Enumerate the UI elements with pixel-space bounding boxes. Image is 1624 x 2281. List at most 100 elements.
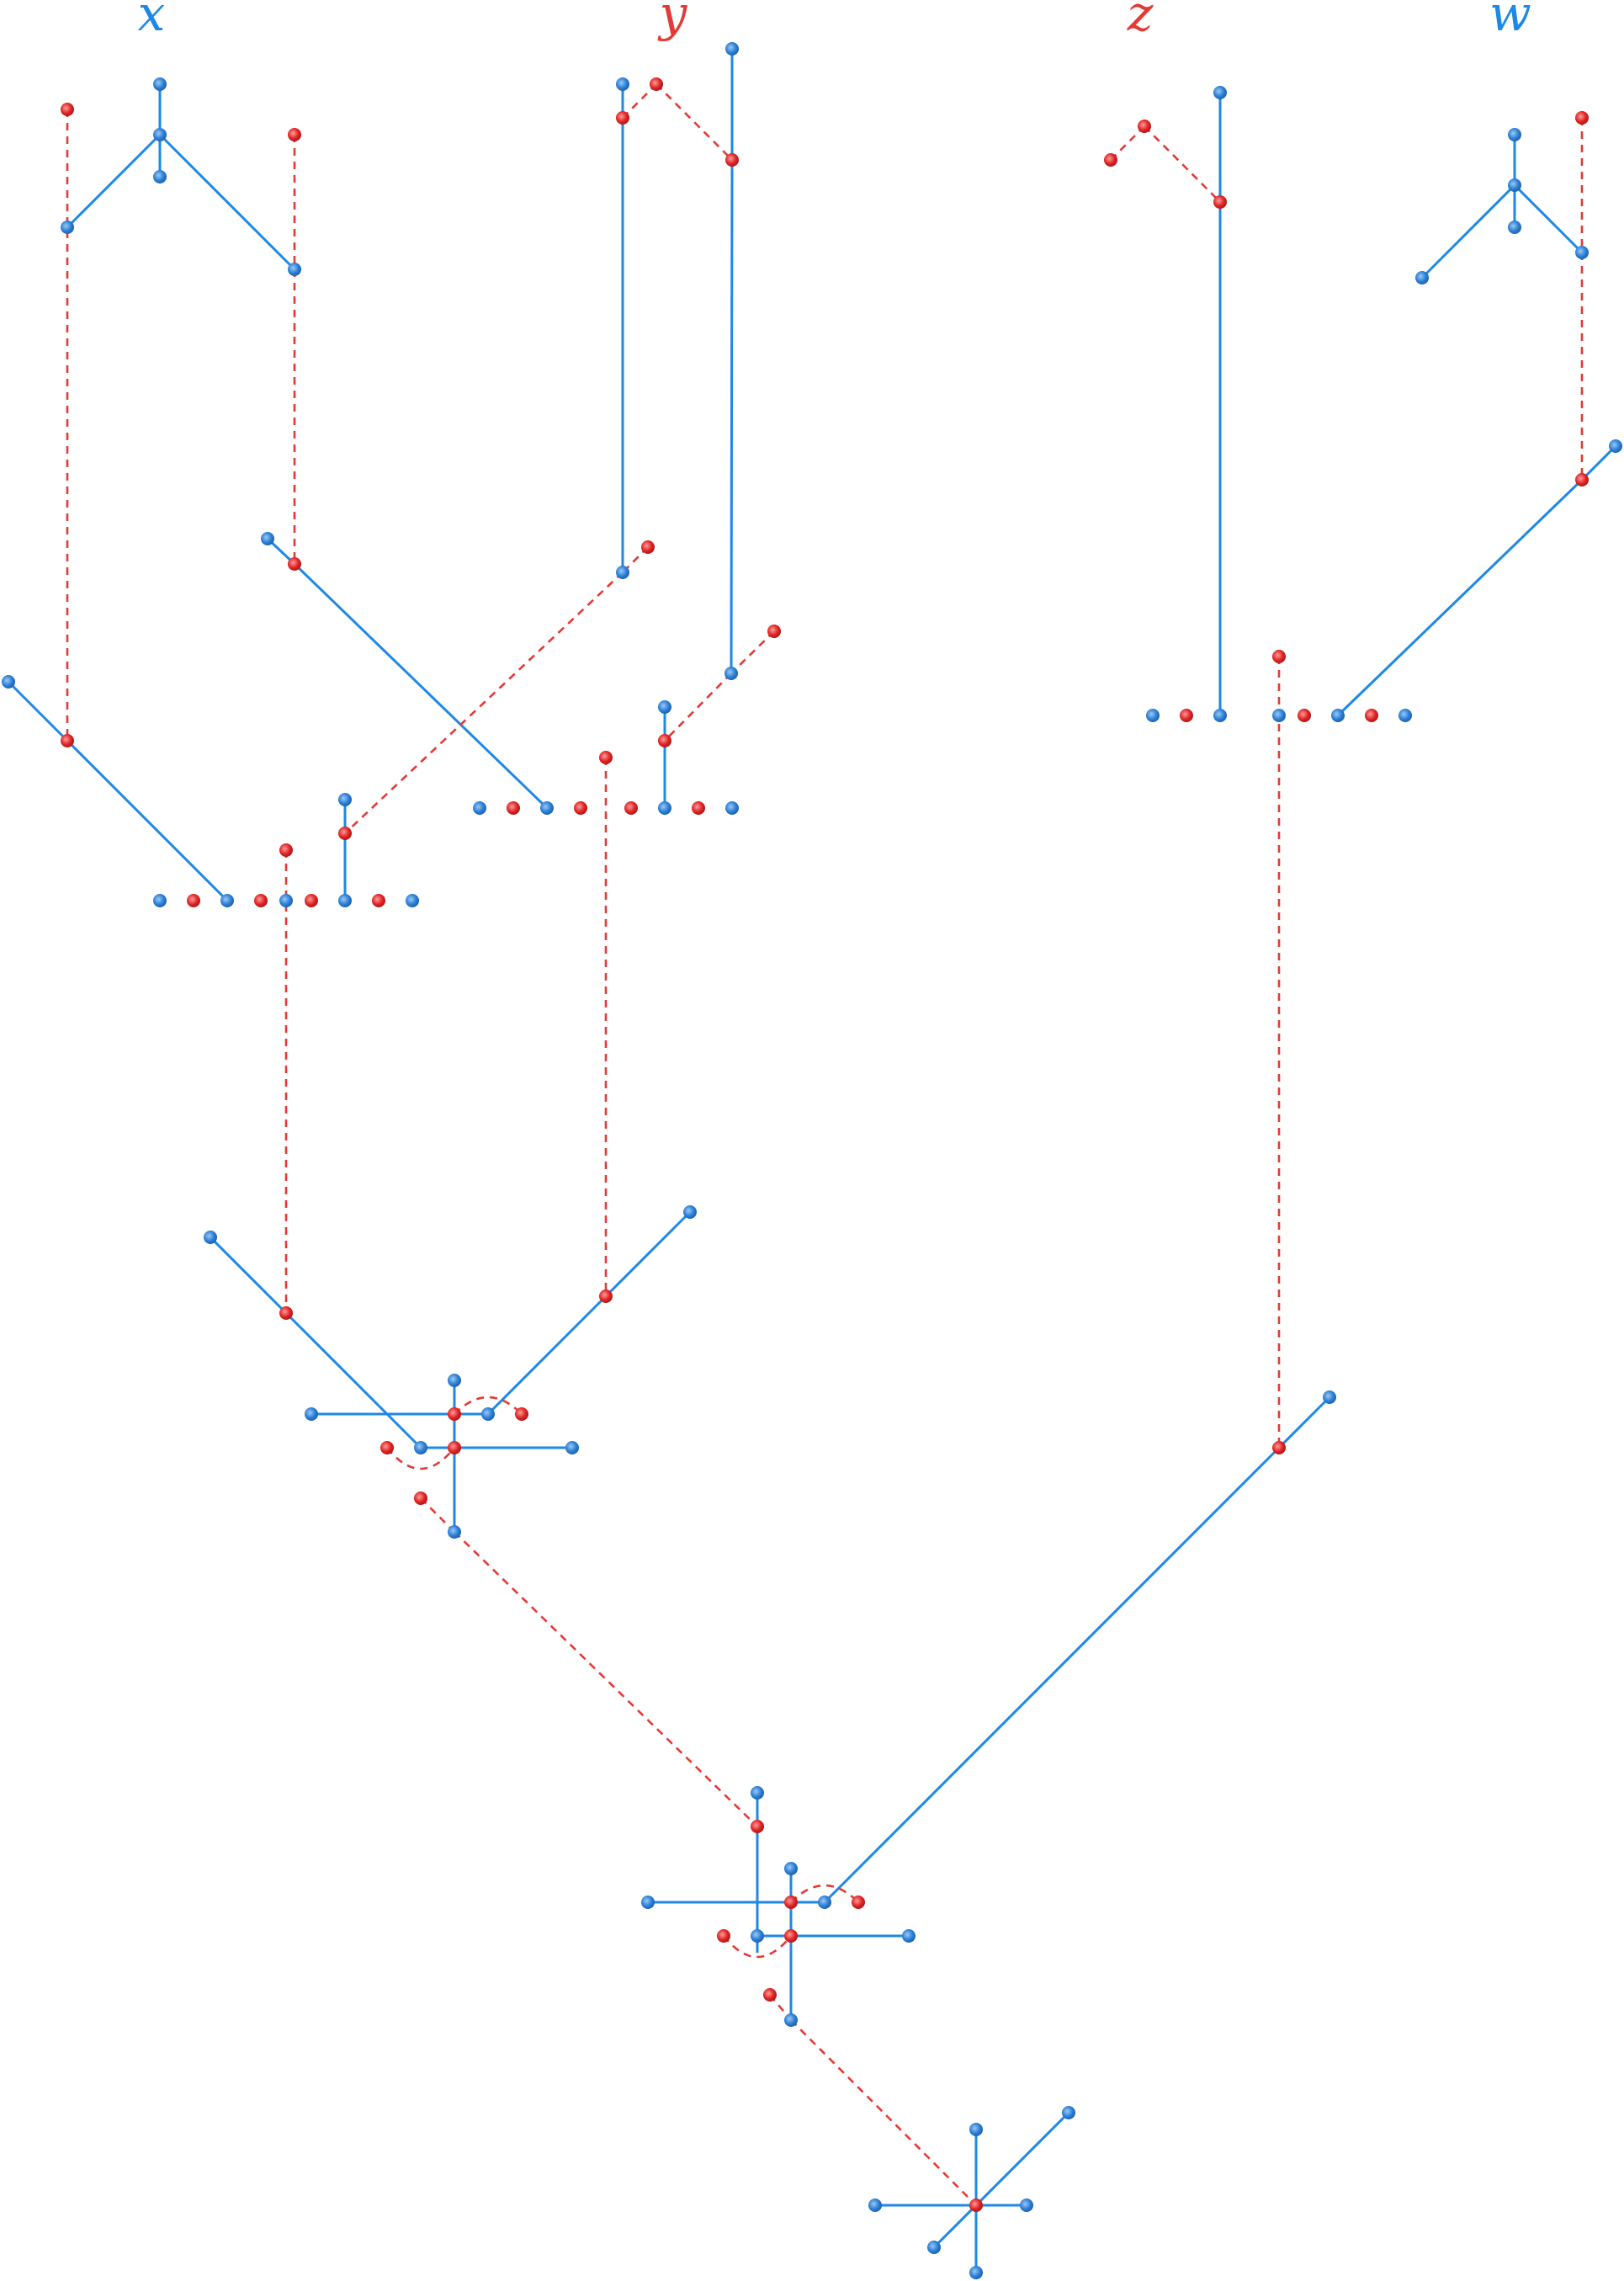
dashed-loop [790, 1884, 859, 1903]
label-w: w [1489, 0, 1531, 42]
red-node [1298, 709, 1311, 722]
blue-node [1146, 709, 1160, 722]
dashed-edge [454, 1531, 758, 1827]
edge [66, 133, 162, 229]
red-node [1272, 650, 1286, 663]
blue-node [784, 1862, 798, 1875]
blue-node [261, 532, 274, 545]
dashed-loop [385, 1447, 456, 1470]
dashed-edge [1144, 125, 1221, 203]
edge [284, 1311, 422, 1449]
edge [293, 562, 549, 810]
blue-node [153, 170, 167, 183]
red-node [288, 557, 301, 571]
blue-node [540, 801, 554, 815]
red-node [1365, 709, 1378, 722]
blue-node [751, 1929, 764, 1943]
blue-node [969, 2266, 983, 2279]
blue-node [2, 675, 15, 689]
blue-node [1508, 128, 1521, 141]
blue-node [1062, 2106, 1075, 2119]
red-node [574, 801, 587, 815]
red-node [279, 1306, 293, 1320]
red-node [1104, 153, 1117, 167]
blue-node [616, 566, 629, 579]
blue-node [61, 221, 74, 234]
dashed-edge [1110, 125, 1145, 161]
blue-node [1323, 1390, 1336, 1404]
red-node [254, 894, 268, 907]
blue-node [473, 801, 486, 815]
blue-node [565, 1441, 579, 1454]
red-node [515, 1407, 528, 1421]
blue-node [1020, 2199, 1033, 2212]
blue-node [1508, 178, 1521, 192]
dashed-edge [655, 83, 733, 161]
edge [209, 1236, 288, 1315]
label-z: z [1127, 0, 1154, 42]
edge [1336, 478, 1584, 717]
red-node [1272, 1441, 1286, 1454]
label-x: x [138, 0, 166, 42]
red-node [1180, 709, 1193, 722]
red-node [61, 103, 74, 116]
blue-node [725, 42, 739, 56]
edge [66, 739, 229, 902]
blue-node [288, 263, 301, 276]
red-node [288, 128, 301, 141]
dashed-edge [420, 1497, 455, 1533]
red-node [767, 625, 781, 638]
blue-node [784, 2013, 798, 2027]
red-node [616, 111, 629, 125]
edge [1580, 444, 1617, 481]
edge [604, 1210, 692, 1298]
blue-node [1272, 709, 1286, 722]
blue-node [969, 2123, 983, 2136]
edge [1277, 1396, 1331, 1449]
edge [486, 1295, 608, 1416]
red-node [624, 801, 638, 815]
edge [730, 159, 734, 674]
blue-node [658, 700, 671, 714]
red-node [448, 1441, 461, 1454]
blue-node [1609, 439, 1622, 453]
red-node [338, 827, 352, 840]
dashed-loop [454, 1396, 523, 1415]
red-node [784, 1896, 798, 1909]
red-node [1138, 120, 1151, 133]
red-node [305, 894, 318, 907]
blue-node [448, 1525, 461, 1539]
dashed-edges [66, 83, 1584, 2206]
blue-node [1213, 709, 1227, 722]
red-node [852, 1896, 865, 1909]
dashed-edge [664, 673, 732, 742]
red-node [725, 153, 739, 167]
blue-node [724, 667, 738, 680]
blue-node [153, 128, 167, 141]
red-node [372, 894, 385, 907]
blue-node [1575, 246, 1589, 259]
red-node [717, 1929, 730, 1943]
edge [158, 133, 296, 271]
red-node [61, 734, 74, 747]
blue-node [338, 894, 352, 907]
blue-node [927, 2241, 941, 2254]
blue-node [1331, 709, 1345, 722]
blue-node [220, 894, 234, 907]
red-node [599, 751, 613, 764]
red-node [1575, 473, 1589, 487]
blue-node [153, 77, 167, 91]
red-node [650, 77, 663, 91]
red-node [692, 801, 705, 815]
nodes [2, 42, 1622, 2279]
dashed-edge [622, 83, 657, 119]
dashed-loop [722, 1935, 793, 1959]
blue-node [448, 1374, 461, 1387]
red-node [1575, 111, 1589, 125]
blue-node [658, 801, 671, 815]
red-node [641, 540, 655, 554]
blue-node [641, 1896, 655, 1909]
blue-node [868, 2199, 882, 2212]
red-node [1213, 195, 1227, 209]
edge [7, 680, 69, 742]
